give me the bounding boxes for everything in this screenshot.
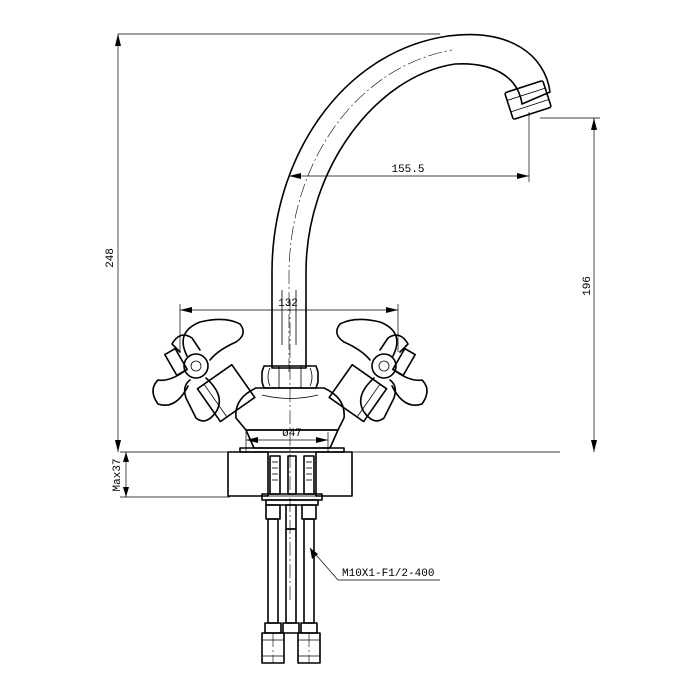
hose-center (285, 528, 297, 624)
countertop-left-block (227, 451, 269, 497)
dim-label-spout-reach: 155.5 (391, 164, 424, 176)
hose-spec-label: M10X1-F1/2-400 (342, 568, 434, 580)
dimension-spout-reach: 155.5 (289, 112, 530, 182)
right-valve (328, 363, 388, 423)
dimension-total-height: 248 (105, 33, 440, 452)
left-valve (196, 363, 256, 423)
mounting-plate (261, 493, 323, 501)
countertop-section (120, 451, 560, 498)
spout (271, 33, 552, 372)
hose-callout: M10X1-F1/2-400 (309, 547, 440, 581)
spout-nut (261, 365, 319, 389)
hose-left (267, 518, 279, 624)
fixing-studs (261, 455, 323, 506)
faucet-body (235, 387, 345, 453)
dim-label-spout-height: 196 (582, 276, 594, 296)
dim-label-max-counter-thickness: Max37 (112, 458, 124, 491)
dim-label-body-diameter: ø47 (282, 428, 302, 440)
countertop-right-block (315, 451, 353, 497)
flexible-hoses (261, 504, 321, 664)
hose-right (303, 518, 315, 624)
dim-label-handle-span: 132 (278, 298, 298, 310)
right-handle (336, 318, 428, 422)
body-base-ring (239, 447, 345, 453)
dimension-handle-span: 132 (179, 298, 399, 352)
dimension-max-counter-thickness: Max37 (112, 452, 129, 497)
dimension-body-diameter: ø47 (245, 428, 329, 452)
dimension-spout-height: 196 (540, 117, 600, 452)
spout-aerator (504, 80, 552, 120)
dim-label-total-height: 248 (105, 248, 117, 268)
left-handle (152, 318, 244, 422)
